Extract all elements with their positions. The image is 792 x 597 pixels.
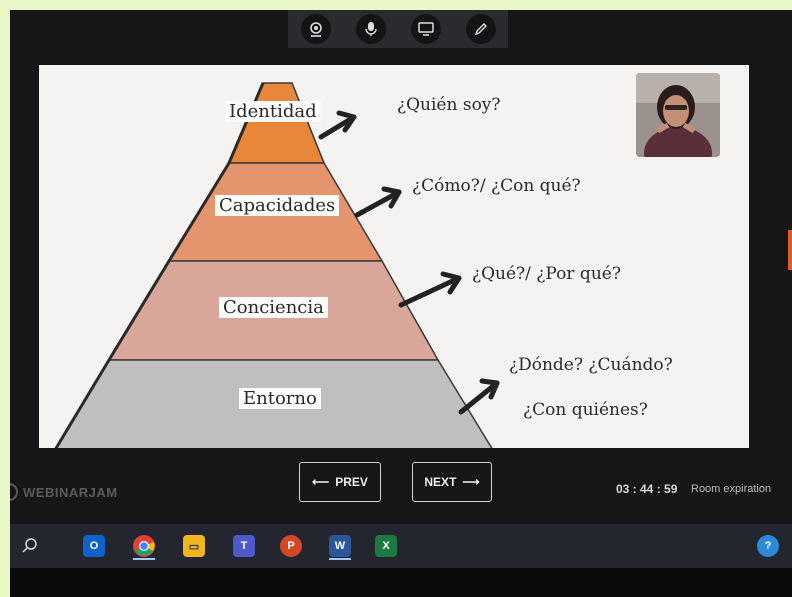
- help-icon[interactable]: ?: [754, 532, 782, 560]
- brand-text: WEBINARJAM: [23, 484, 118, 500]
- label-identidad: Identidad: [225, 101, 321, 122]
- next-label: NEXT: [424, 475, 457, 489]
- label-capacidades: Capacidades: [215, 195, 340, 216]
- room-expiration-label: Room expiration: [691, 483, 772, 495]
- screen: Identidad Capacidades Conciencia Entorno…: [10, 10, 792, 597]
- screen-share-icon[interactable]: [410, 14, 441, 44]
- arrow-3: [398, 271, 462, 308]
- arrow-4: [458, 378, 500, 415]
- countdown-timer: 03 : 44 : 59: [616, 482, 678, 496]
- presentation-slide: Identidad Capacidades Conciencia Entorno…: [39, 65, 749, 448]
- teams-icon[interactable]: T: [230, 532, 258, 560]
- active-indicator: [133, 558, 155, 560]
- next-button[interactable]: NEXT ⟶: [412, 462, 492, 502]
- edge-tab: [788, 230, 792, 270]
- slide-controls: WEBINARJAM ⟵ PREV NEXT ⟶ 03 : 44 : 59 Ro…: [10, 448, 792, 516]
- arrow-2: [354, 186, 402, 218]
- question-que: ¿Qué?/ ¿Por qué?: [472, 264, 621, 284]
- label-conciencia: Conciencia: [219, 297, 328, 318]
- prev-label: PREV: [335, 475, 368, 489]
- webcam-icon[interactable]: [300, 14, 331, 44]
- excel-icon[interactable]: X: [372, 532, 400, 560]
- question-donde: ¿Dónde? ¿Cuándo?: [509, 355, 673, 375]
- arrow-left-icon: ⟵: [312, 475, 330, 489]
- search-icon[interactable]: [16, 532, 44, 560]
- windows-taskbar: O ▭ T P W X ?: [10, 524, 792, 568]
- chrome-icon[interactable]: [130, 532, 158, 560]
- presenter-webcam: [636, 73, 720, 157]
- question-como: ¿Cómo?/ ¿Con qué?: [412, 176, 581, 196]
- logo-ring-icon: [10, 483, 18, 501]
- word-icon[interactable]: W: [326, 532, 354, 560]
- prev-button[interactable]: ⟵ PREV: [299, 462, 381, 502]
- pen-icon[interactable]: [465, 14, 496, 44]
- microphone-icon[interactable]: [355, 14, 386, 44]
- label-entorno: Entorno: [239, 388, 321, 409]
- question-con-quienes: ¿Con quiénes?: [523, 400, 648, 420]
- question-quien-soy: ¿Quién soy?: [397, 95, 501, 115]
- active-indicator: [329, 558, 351, 560]
- outlook-icon[interactable]: O: [80, 532, 108, 560]
- monitor-bezel: [10, 568, 792, 597]
- webinarjam-logo: WEBINARJAM: [10, 483, 118, 501]
- arrow-1: [318, 110, 357, 140]
- webinar-toolbar: [288, 10, 508, 48]
- pyramid-tier-identidad: [227, 82, 326, 164]
- arrow-right-icon: ⟶: [462, 475, 480, 489]
- file-explorer-icon[interactable]: ▭: [180, 532, 208, 560]
- powerpoint-icon[interactable]: P: [277, 532, 305, 560]
